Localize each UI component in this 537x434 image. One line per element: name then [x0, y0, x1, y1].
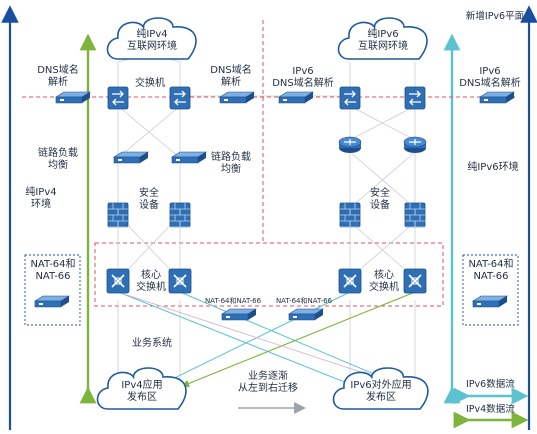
core-switch-right-b-icon	[403, 268, 427, 294]
link-lb-left-label: 链路负载均衡	[38, 148, 78, 171]
new-ipv6-plane-label: 新增IPv6平面	[465, 11, 525, 22]
pure-ipv6-env-label: 纯IPv6环境	[467, 162, 519, 173]
security-right-label: 安全设备	[370, 188, 390, 211]
nat-right-box	[462, 254, 519, 326]
dns-left-inner-label: DNS域名解析	[210, 65, 252, 88]
cloud-ipv6-app-label: IPv6对外应用发布区	[350, 380, 412, 403]
switch-right-a-icon	[339, 86, 361, 110]
nat-small-2-label: NAT-64和NAT-66	[275, 297, 333, 305]
firewall-left-a-icon	[107, 202, 129, 228]
migration-label: 业务逐渐从左到右迁移	[238, 371, 298, 394]
switch-label: 交换机	[135, 78, 165, 89]
link-lb-right-appliance-icon	[170, 151, 208, 164]
nat-right-appliance-icon	[471, 295, 509, 308]
link-lb-mid-label: 链路负载均衡	[211, 152, 251, 175]
nat-small-1-appliance-icon	[220, 308, 258, 321]
ipv6-cross-flow-b	[179, 291, 401, 386]
router-right-b-icon	[403, 136, 427, 153]
switch-left-b-icon	[169, 86, 191, 110]
ipv4-cross-flow	[181, 291, 416, 388]
core-left-label: 核心交换机	[136, 270, 166, 293]
business-system-label: 业务系统	[132, 338, 172, 349]
ipv6-app-zone-cloud-icon	[332, 367, 429, 410]
core-switch-left-b-icon	[168, 268, 192, 294]
dns-left-inner-appliance-icon	[218, 91, 256, 104]
nat-small-2-appliance-icon	[287, 308, 325, 321]
nat-left-box	[24, 254, 81, 326]
firewall-right-a-icon	[339, 202, 361, 228]
link-lb-left-appliance-icon	[112, 151, 150, 164]
ipv6-dns-center-appliance-icon	[277, 91, 315, 104]
security-left-label: 安全设备	[139, 188, 159, 211]
ipv6-internet-cloud-icon	[337, 17, 428, 60]
router-right-a-icon	[338, 136, 362, 153]
ipv4-app-zone-cloud-icon	[96, 367, 187, 410]
cross-flow-pink	[117, 291, 386, 381]
ipv4-internet-cloud-icon	[106, 17, 197, 60]
core-switch-right-a-icon	[338, 268, 362, 294]
core-switch-left-a-icon	[106, 268, 130, 294]
dns-left-outer-label: DNS域名解析	[37, 65, 79, 88]
ipv6-cross-flow-a	[117, 291, 353, 386]
right-plane-links	[180, 62, 416, 380]
nat-small-1-label: NAT-64和NAT-66	[204, 297, 262, 305]
core-right-label: 核心交换机	[369, 270, 399, 293]
ipv6-dns-right-appliance-icon	[478, 91, 516, 104]
dns-left-outer-appliance-icon	[54, 91, 92, 104]
switch-right-b-icon	[404, 86, 426, 110]
legend-ipv4-label: IPv4数据流	[466, 404, 515, 415]
firewall-right-b-icon	[404, 202, 426, 228]
cloud-ipv4-app-label: IPv4应用发布区	[121, 380, 163, 403]
switch-left-a-icon	[107, 86, 129, 110]
nat-left-appliance-icon	[33, 295, 71, 308]
legend-ipv6-label: IPv6数据流	[466, 379, 515, 390]
ipv6-cross-flow-c	[149, 291, 351, 391]
core-zone-box	[94, 242, 444, 307]
firewall-left-b-icon	[169, 202, 191, 228]
